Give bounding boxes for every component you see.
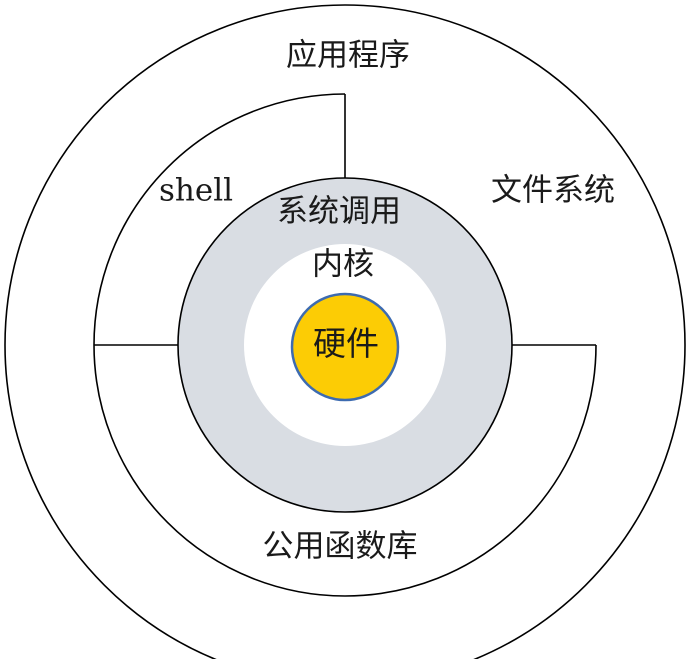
label-library: 公用函数库 (263, 529, 418, 565)
label-shell: shell (159, 173, 233, 209)
middle-ring-outline (93, 93, 597, 597)
label-file-system: 文件系统 (491, 173, 615, 209)
label-kernel: 内核 (312, 247, 374, 283)
label-system-calls: 系统调用 (277, 194, 401, 230)
label-applications: 应用程序 (286, 38, 410, 74)
hardware-core (290, 292, 400, 402)
label-hardware: 硬件 (313, 324, 379, 363)
